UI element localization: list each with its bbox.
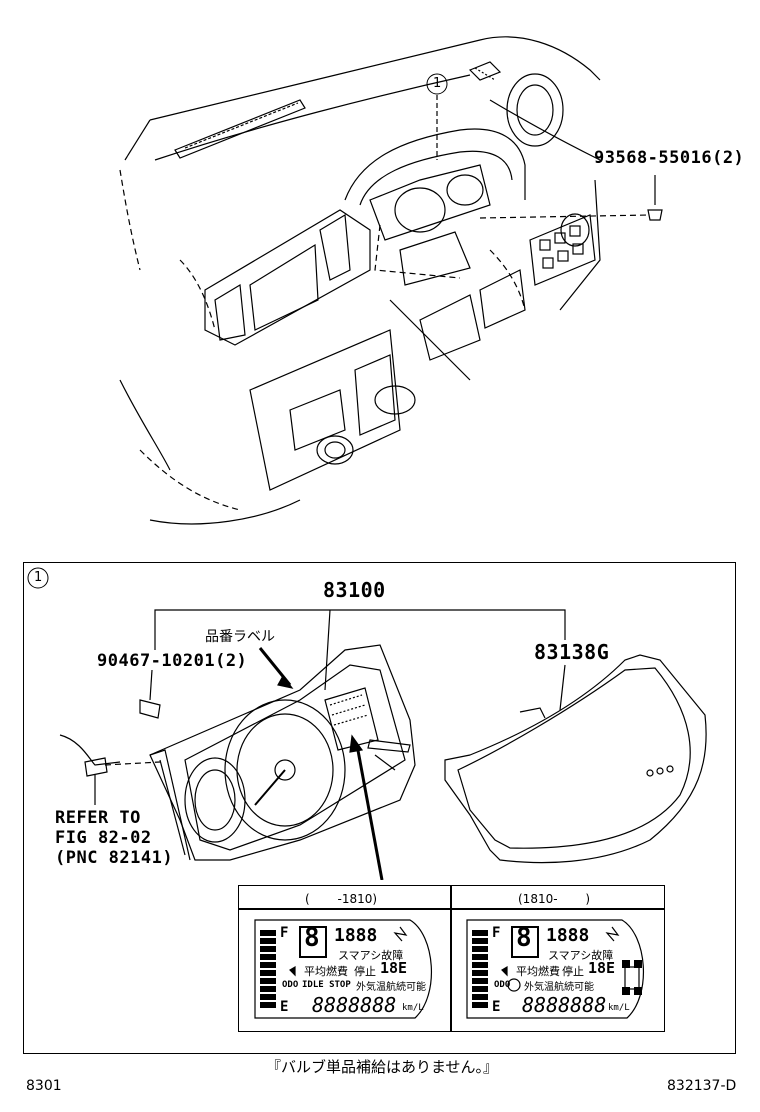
part-label-note: 品番ラベル	[205, 629, 275, 645]
variant-table-divider	[450, 885, 452, 1031]
lcd-unit: km/L	[402, 1003, 424, 1013]
lcd-top-digits: 1888	[546, 925, 590, 946]
lcd-line-2b: 停止	[354, 965, 376, 978]
lcd-f-mark: F	[280, 925, 289, 941]
lcd-line-3c: 外気温航続可能	[524, 982, 594, 993]
lcd-display-early: F 8 1888 スマアシ故障 平均燃費 停止 18E ODO IDLE STO…	[250, 915, 440, 1023]
part-number-83138g: 83138G	[534, 640, 610, 664]
lcd-line-3c: 外気温航続可能	[356, 982, 426, 993]
footer-right-code: 832137-D	[667, 1078, 737, 1094]
lcd-line-2c: 18E	[380, 959, 408, 977]
variant-table-header-rule	[238, 908, 665, 910]
lcd-odometer: 8888888	[522, 993, 607, 1017]
lcd-line-1: スマアシ故障	[338, 949, 404, 962]
part-number-83100: 83100	[323, 578, 386, 602]
variant-header-late: (1810- )	[518, 892, 591, 906]
detail-box	[23, 562, 736, 1054]
lcd-e-mark: E	[280, 999, 289, 1015]
lcd-unit: km/L	[608, 1003, 630, 1013]
lcd-line-2b: 停止	[562, 965, 584, 978]
part-number-93568: 93568-55016(2)	[594, 148, 745, 168]
detail-callout-number: 1	[34, 570, 43, 585]
lcd-line-1: スマアシ故障	[548, 949, 614, 962]
refer-to-line-3: (PNC 82141)	[55, 848, 174, 868]
top-callout-number: 1	[433, 76, 442, 91]
refer-to-line-1: REFER TO	[55, 808, 141, 828]
footer-left-code: 8301	[26, 1078, 62, 1094]
lcd-line-2a: 平均燃費	[304, 965, 348, 978]
lcd-line-2a: 平均燃費	[516, 965, 560, 978]
lcd-top-digits: 1888	[334, 925, 378, 946]
part-number-90467: 90467-10201(2)	[97, 651, 248, 671]
lcd-line-3a: ODO	[282, 980, 299, 990]
lcd-gear-digit: 8	[516, 923, 532, 953]
variant-table	[238, 885, 665, 1032]
lcd-line-3b: IDLE STOP	[302, 980, 351, 990]
dashboard-illustration	[0, 0, 760, 550]
lcd-line-2c: 18E	[588, 959, 616, 977]
lcd-odometer: 8888888	[312, 993, 397, 1017]
lcd-f-mark: F	[492, 925, 501, 941]
lcd-line-3a: ODO	[494, 980, 511, 990]
variant-header-early: ( -1810)	[305, 892, 378, 906]
detail-illustration	[0, 550, 760, 880]
lcd-gear-digit: 8	[304, 923, 320, 953]
refer-to-line-2: FIG 82-02	[55, 828, 152, 848]
footer-note: 『バルブ単品補給はありません。』	[266, 1058, 499, 1076]
lcd-e-mark: E	[492, 999, 501, 1015]
lcd-display-late: F 8 1888 スマアシ故障 平均燃費 停止 18E ODO 外気温航続可能 …	[462, 915, 652, 1023]
